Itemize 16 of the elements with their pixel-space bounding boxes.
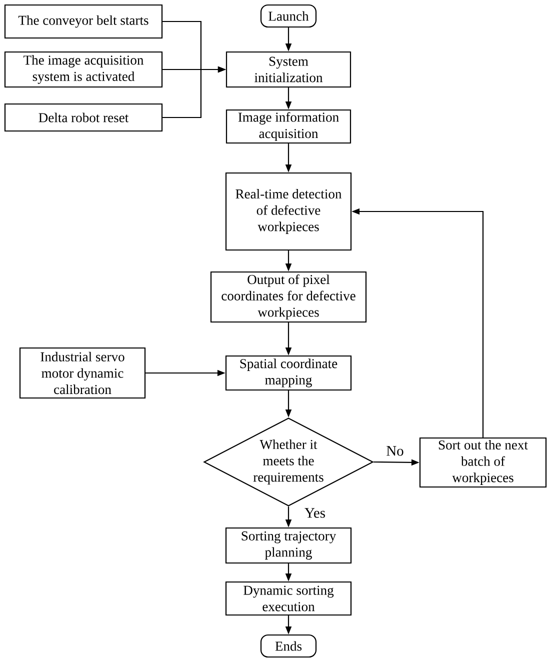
terminal-box: Ends (260, 634, 317, 658)
edge-label: Yes (304, 507, 326, 519)
process-box: Industrial servo motor dynamic calibration (19, 347, 146, 399)
process-box: Sort out the next batch of workpieces (419, 437, 547, 488)
process-box: Spatial coordinate mapping (225, 355, 352, 391)
process-box: Sorting trajectory planning (225, 527, 352, 564)
process-box: Delta robot reset (4, 103, 163, 132)
process-box: Real-time detection of defective workpieces (225, 172, 352, 251)
process-box: System initialization (226, 51, 352, 88)
process-box: Dynamic sorting execution (225, 581, 352, 616)
process-box: Image information acquisition (226, 109, 352, 144)
process-box: Output of pixel coordinates for defective workpieces (210, 271, 367, 323)
edge-label: No (385, 445, 405, 457)
process-box: The image acquisition system is activated (4, 51, 163, 88)
terminal-box: Launch (260, 4, 317, 28)
process-box: The conveyor belt starts (4, 4, 163, 39)
